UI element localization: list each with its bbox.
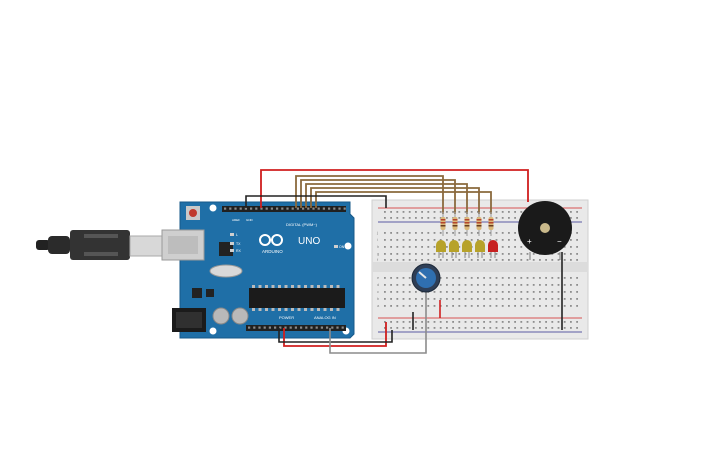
wire-ground xyxy=(278,328,393,343)
gnd-label: GND xyxy=(246,218,254,222)
on-led-label: ON xyxy=(339,245,345,249)
resistor[interactable] xyxy=(452,212,458,236)
row-letter: c xyxy=(377,289,379,294)
wire-signal xyxy=(300,179,456,214)
wires xyxy=(245,169,563,354)
board-brand-label: ARDUINO xyxy=(262,249,283,254)
power-header-label: POWER xyxy=(279,315,294,320)
wire-analog xyxy=(329,289,427,354)
resistor[interactable] xyxy=(488,212,494,236)
usb-cable[interactable] xyxy=(36,230,165,260)
rx-led-label: RX xyxy=(236,249,242,253)
resistor-group xyxy=(440,212,494,236)
wire-power xyxy=(260,169,529,208)
digital-header-label: DIGITAL (PWM~) xyxy=(286,222,318,227)
row-letter: h xyxy=(377,244,379,249)
row-letter: d xyxy=(377,282,379,287)
tx-led-label: TX xyxy=(236,242,241,246)
led-group xyxy=(436,240,498,258)
led[interactable] xyxy=(475,240,485,258)
row-letter: e xyxy=(377,275,380,280)
potentiometer[interactable] xyxy=(411,263,441,293)
wire-signal xyxy=(315,191,492,214)
row-letter: g xyxy=(377,251,379,256)
board-model-label: UNO xyxy=(298,236,320,247)
buzzer-minus-label: − xyxy=(557,237,562,246)
led[interactable] xyxy=(462,240,472,258)
row-letter: j xyxy=(376,230,378,235)
arduino-uno-board[interactable]: UNO ARDUINO DIGITAL (PWM~) POWER ANALOG … xyxy=(161,201,355,339)
led[interactable] xyxy=(436,240,446,258)
piezo-buzzer[interactable]: + − xyxy=(518,201,572,260)
resistor[interactable] xyxy=(440,212,446,236)
wire-signal xyxy=(295,175,444,214)
buzzer-plus-label: + xyxy=(527,237,532,246)
arduino-logo-icon xyxy=(259,234,283,246)
l-led-label: L xyxy=(236,233,238,237)
wire-ground xyxy=(245,195,387,208)
led[interactable] xyxy=(449,240,459,258)
row-letter: f xyxy=(377,257,379,262)
aref-label: AREF xyxy=(232,218,240,222)
led[interactable] xyxy=(488,240,498,258)
row-letter: a xyxy=(377,303,380,308)
resistor[interactable] xyxy=(476,212,482,236)
row-letter: i xyxy=(377,237,378,242)
analog-header-label: ANALOG IN xyxy=(314,315,336,320)
wire-signal xyxy=(310,187,480,214)
wire-power xyxy=(283,322,387,347)
row-letter: b xyxy=(377,296,380,301)
resistor[interactable] xyxy=(464,212,470,236)
